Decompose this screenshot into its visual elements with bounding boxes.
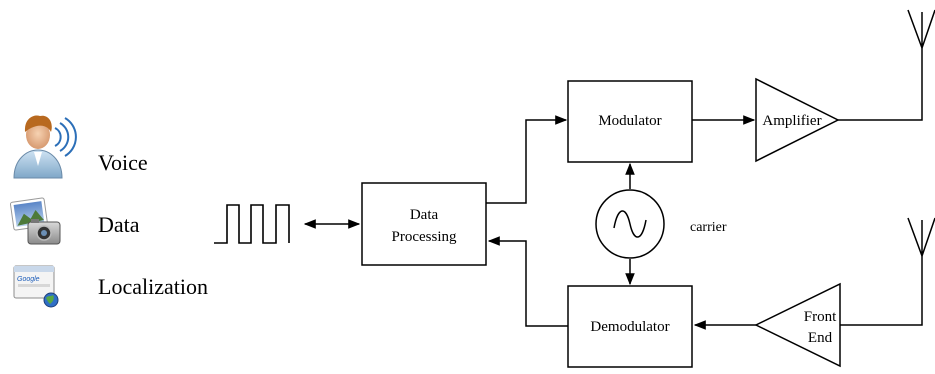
amplifier-label: Amplifier — [762, 113, 821, 129]
data-label: Data — [98, 212, 140, 237]
antenna-to-front-end-line — [840, 256, 923, 326]
dp-to-modulator-arrow — [486, 115, 568, 204]
front-end-block: Front End — [754, 282, 841, 368]
data-processing-block: Data Processing — [361, 182, 487, 266]
square-wave-icon — [214, 204, 290, 244]
demodulator-to-dp-arrow — [487, 236, 568, 327]
browser-globe-icon: Google — [13, 265, 59, 308]
browser-logo-text: Google — [17, 276, 40, 283]
localization-label: Localization — [98, 274, 208, 299]
modulator-label: Modulator — [598, 113, 661, 129]
amplifier-block: Amplifier — [755, 77, 840, 163]
front-end-label-line2: End — [808, 330, 833, 346]
carrier-label: carrier — [690, 220, 727, 235]
amplifier-to-antenna-line — [838, 48, 923, 121]
antenna-icon — [907, 9, 935, 49]
modulator-block: Modulator — [567, 80, 693, 163]
demodulator-block: Demodulator — [567, 285, 693, 368]
rx-antenna-icon — [907, 217, 935, 257]
voice-label: Voice — [98, 150, 148, 175]
voice-icon — [13, 115, 77, 179]
data-processing-label-line2: Processing — [392, 229, 457, 245]
sine-oscillator-icon — [595, 189, 665, 259]
data-processing-label-line1: Data — [410, 207, 439, 223]
photo-camera-icon — [9, 197, 61, 245]
demodulator-label: Demodulator — [590, 319, 669, 335]
front-end-label-line1: Front — [804, 309, 837, 325]
